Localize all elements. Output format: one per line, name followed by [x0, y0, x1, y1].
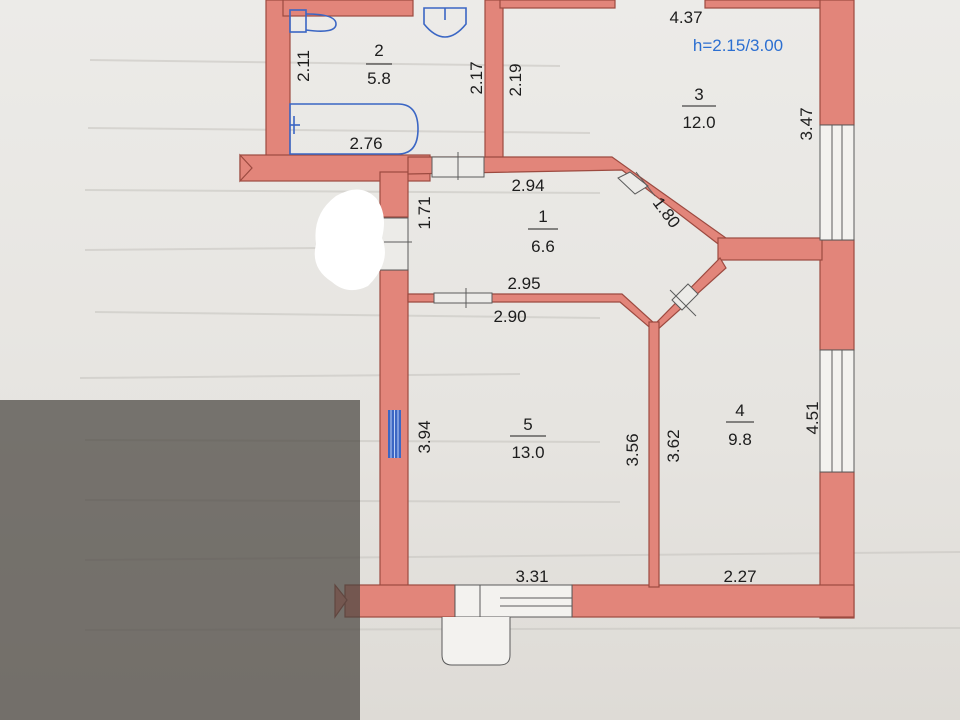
- dim-r5-right: 3.56: [623, 433, 642, 466]
- room-labels: 2 5.8 3 12.0 1 6.6 5 13.0 4 9.8: [366, 41, 754, 462]
- radiator-icon: [388, 410, 401, 458]
- door-room4: [671, 283, 699, 311]
- door-room3: [617, 171, 649, 195]
- room-3-number: 3: [694, 85, 703, 104]
- dim-r3-top: 4.37: [669, 8, 702, 27]
- wall-right-mid: [819, 239, 855, 351]
- wall-bath-right: [484, 0, 504, 166]
- dim-r5-left: 3.94: [415, 420, 434, 453]
- dim-r1-left: 1.71: [415, 196, 434, 229]
- dim-r1-diag: 1.80: [649, 194, 684, 232]
- wall-5-4: [648, 321, 660, 588]
- windows: [441, 124, 855, 666]
- balcony-door: [454, 584, 573, 618]
- dim-r2-bath: 2.76: [349, 134, 382, 153]
- room-5-area: 13.0: [511, 443, 544, 462]
- room-1-number: 1: [538, 207, 547, 226]
- room-2-number: 2: [374, 41, 383, 60]
- dim-r4-bottom: 2.27: [723, 567, 756, 586]
- dimension-labels: 4.37 h=2.15/3.00 2.76 2.94 2.95 2.90 3.3…: [294, 8, 822, 586]
- dim-r4-right: 4.51: [803, 401, 822, 434]
- dim-r2-right: 2.17: [467, 61, 486, 94]
- wall-top-3: [499, 0, 616, 9]
- walls: [239, 0, 855, 619]
- openings: [379, 152, 699, 317]
- room-5-number: 5: [523, 415, 532, 434]
- room-1-area: 6.6: [531, 237, 555, 256]
- room-3-area: 12.0: [682, 113, 715, 132]
- balcony-icon: [441, 617, 511, 666]
- dim-r3-left: 2.19: [506, 63, 525, 96]
- wall-stub-left: [239, 153, 253, 183]
- wall-bottom-right: [571, 584, 855, 618]
- redaction-blot: [314, 189, 385, 291]
- wall-bath-top: [282, 0, 414, 17]
- wall-3-4: [717, 237, 823, 261]
- room-2-area: 5.8: [367, 69, 391, 88]
- wall-left-1: [379, 171, 409, 218]
- photo-shadow: [0, 400, 360, 720]
- sink-icon: [423, 7, 467, 38]
- room-4-area: 9.8: [728, 430, 752, 449]
- door-room5: [433, 292, 493, 304]
- dim-r4-left: 3.62: [664, 429, 683, 462]
- dim-r1-top: 2.94: [511, 176, 544, 195]
- dim-r1-bottom: 2.95: [507, 274, 540, 293]
- wall-bottom-left: [344, 584, 456, 618]
- entrance-door: [379, 217, 409, 271]
- dim-r5-bottom: 3.31: [515, 567, 548, 586]
- window-icon: [819, 124, 855, 241]
- dim-r5-top: 2.90: [493, 307, 526, 326]
- bathtub-icon: [289, 103, 419, 155]
- dim-r2-left: 2.11: [294, 50, 313, 82]
- wall-right-upper: [819, 0, 855, 126]
- window-icon: [819, 349, 855, 473]
- room-4-number: 4: [735, 401, 744, 420]
- wall-bath-left: [265, 0, 291, 161]
- ceiling-height: h=2.15/3.00: [693, 36, 783, 55]
- bath-fixtures: [289, 7, 467, 155]
- wall-top-3b: [704, 0, 836, 9]
- dim-r3-right: 3.47: [797, 107, 816, 140]
- toilet-icon: [289, 9, 337, 33]
